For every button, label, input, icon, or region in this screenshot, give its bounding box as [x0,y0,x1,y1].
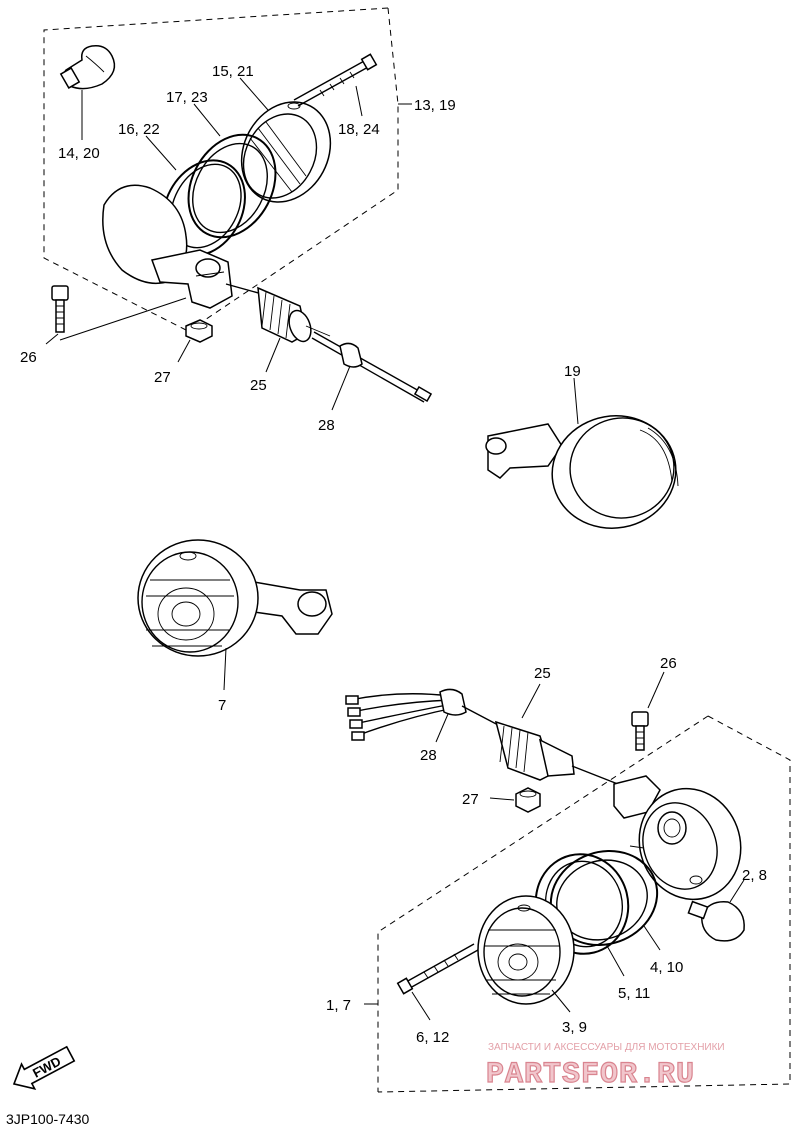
watermark-brand: PARTSFOR.RU [486,1058,695,1092]
lens-rim-upper [240,101,332,203]
screw-lower-long [396,943,479,995]
lens-lower [477,895,575,1005]
callout-7: 7 [218,697,226,714]
callout-17-23: 17, 23 [166,89,208,106]
callout-18-24: 18, 24 [338,121,380,138]
bulb-lower [687,900,745,942]
callout-19: 19 [564,363,581,380]
housing-lower [613,775,742,901]
callout-5-11: 5, 11 [618,985,650,1002]
callout-26-top: 26 [20,349,37,366]
nut-upper [185,319,213,343]
callout-14-20: 14, 20 [58,145,100,162]
socket-lower [494,720,629,789]
watermark: ЗАПЧАСТИ И АКСЕССУАРЫ ДЛЯ МОТОТЕХНИКИ PA… [485,1042,725,1093]
callout-16-22: 16, 22 [118,121,160,138]
callout-15-21: 15, 21 [212,63,254,80]
callout-28-top: 28 [318,417,335,434]
bolt-upper [51,285,69,333]
socket-upper [225,283,331,343]
nut-lower [515,787,541,813]
upper-assembly-boundary [43,7,399,331]
callout-27-top: 27 [154,369,171,386]
callout-3-9: 3, 9 [562,1019,587,1036]
callout-26-bottom: 26 [660,655,677,672]
housing-upper [102,184,233,309]
wire-harness-lower [345,688,501,741]
diagram-code: 3JP100-7430 [6,1111,90,1127]
wire-upper [311,331,433,403]
bolt-lower [631,711,649,751]
lower-assembly-boundary [377,715,791,1093]
callout-13-19: 13, 19 [414,97,456,114]
watermark-tagline: ЗАПЧАСТИ И АКСЕССУАРЫ ДЛЯ МОТОТЕХНИКИ [488,1042,725,1053]
screw-upper-long [293,53,378,107]
bulb-upper [59,44,116,90]
callout-28-bottom: 28 [420,747,437,764]
callout-25-top: 25 [250,377,267,394]
fwd-arrow: FWD [12,1045,76,1090]
callout-27-bottom: 27 [462,791,479,808]
callout-25-bottom: 25 [534,665,551,682]
turn-signal-7 [137,539,333,657]
fwd-label: FWD [30,1054,63,1081]
callout-1-7: 1, 7 [326,997,351,1014]
callout-2-8: 2, 8 [742,867,767,884]
callout-6-12: 6, 12 [416,1029,449,1046]
ring-upper [187,133,277,239]
leader-lines [45,77,745,1021]
callout-4-10: 4, 10 [650,959,683,976]
callout-labels: 14, 20 15, 21 17, 23 16, 22 18, 24 13, 1… [20,63,767,1046]
turn-signal-19 [485,415,679,529]
